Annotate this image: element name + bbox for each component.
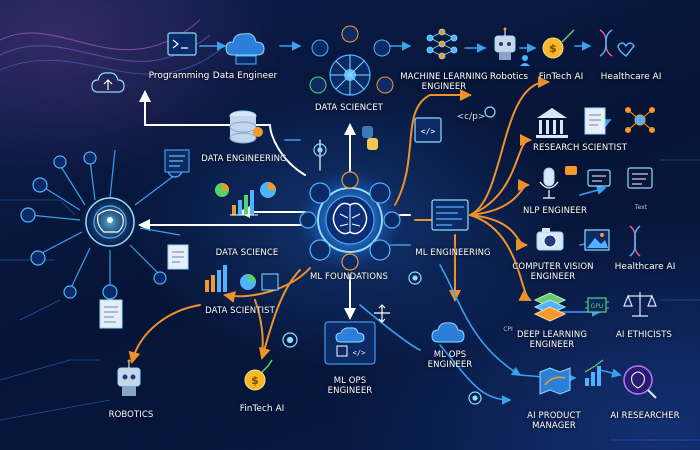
microphone-icon — [539, 167, 559, 199]
cloud-icon — [431, 322, 465, 343]
label-text-tag: Text — [634, 204, 648, 211]
orange-arrows — [128, 76, 550, 364]
label-programming: Programming — [148, 71, 210, 81]
chat-bubble-icon — [565, 166, 653, 189]
label-data-science: DATA SCIENCE — [215, 248, 279, 258]
label-ml-foundations: ML FOUNDATIONS — [309, 272, 389, 282]
label-code-tag: <c/p> — [456, 112, 486, 122]
code-list-icon — [164, 149, 190, 173]
label-fintech-bottom: FinTech AI — [239, 404, 285, 414]
svg-text:$: $ — [251, 374, 259, 387]
cloud-icon — [225, 33, 265, 65]
map-route-icon — [539, 367, 571, 395]
label-data-sciencet: DATA SCIENCET — [315, 103, 383, 113]
bank-icon — [536, 108, 568, 138]
scales-icon — [623, 292, 657, 317]
ai-head-icon — [80, 192, 140, 252]
gear-icon — [282, 106, 496, 405]
label-computer-vision-engineer: COMPUTER VISION ENGINEER — [512, 262, 594, 282]
robot-icon — [494, 27, 516, 60]
label-gpu-tag: GPU — [590, 303, 604, 310]
label-research-scientist: RESEARCH SCIENTIST — [532, 143, 628, 153]
label-healthcare-top: Healthcare AI — [600, 72, 662, 82]
svg-text:</>: </> — [353, 349, 366, 357]
label-robotics-bottom: ROBOTICS — [108, 410, 154, 420]
document-icon — [584, 107, 606, 135]
svg-text:$: $ — [549, 42, 557, 55]
dna-icon — [629, 225, 641, 257]
pie-chart-icon — [215, 182, 276, 198]
bar-chart-icon — [205, 265, 279, 292]
label-ml-ops-engineer-left: ML OPS ENGINEER — [327, 376, 373, 396]
cloud-upload-icon — [91, 72, 125, 93]
move-icon — [374, 304, 390, 323]
person-icon — [520, 55, 530, 66]
robot-icon — [117, 359, 141, 396]
document-icon — [99, 299, 123, 329]
label-ai-researcher: AI RESEARCHER — [610, 411, 680, 421]
dollar-coin-icon: $ — [542, 29, 575, 59]
code-window-icon — [431, 199, 469, 231]
network-icon — [625, 107, 655, 133]
dna-icon — [599, 29, 635, 58]
label-data-scientist: DATA SCIENTIST — [205, 306, 275, 316]
brain-satellite-nodes — [299, 171, 401, 271]
python-logo-icon — [362, 126, 378, 150]
bar-chart-icon — [230, 190, 258, 216]
data-science-hub-icon — [309, 25, 394, 96]
label-deep-learning-engineer: DEEP LEARNING ENGINEER — [516, 330, 588, 350]
label-robotics-top: Robotics — [489, 72, 529, 82]
magnifier-icon — [623, 365, 657, 399]
gpu-chip-icon — [585, 297, 609, 313]
white-arrows — [138, 90, 411, 320]
label-ai-product-manager: AI PRODUCT MANAGER — [527, 411, 581, 431]
label-nlp-engineer: NLP ENGINEER — [523, 206, 587, 216]
circuit-traces — [0, 159, 700, 441]
terminal-icon — [167, 32, 197, 56]
svg-text:</>: </> — [421, 127, 436, 136]
label-ml-ops-engineer-right: ML OPS ENGINEER — [427, 350, 473, 370]
cloud-icon: </> — [324, 321, 376, 365]
bar-chart-icon — [584, 359, 604, 386]
label-ml-engineering: ML ENGINEERING — [415, 248, 491, 258]
label-machine-learning-engineer: MACHINE LEARNING ENGINEER — [400, 72, 488, 92]
image-icon — [584, 229, 610, 251]
layers-icon — [533, 292, 567, 322]
database-icon — [229, 110, 263, 144]
dollar-coin-icon: $ — [244, 359, 273, 391]
neural-network-icon — [426, 28, 458, 60]
label-fintech-top: FinTech AI — [538, 72, 584, 82]
label-ai-ethicists: AI ETHICISTS — [615, 330, 673, 340]
left-hub-spokes — [29, 149, 181, 291]
label-data-engineer: Data Engineer — [212, 71, 278, 81]
label-data-engineering: DATA ENGINEERING — [201, 154, 287, 164]
camera-icon — [536, 228, 564, 251]
document-icon — [167, 244, 189, 270]
label-cpi-tag: CPI — [503, 326, 513, 333]
label-healthcare-mid: Healthcare AI — [614, 262, 676, 272]
code-window-icon: </> — [414, 117, 442, 143]
